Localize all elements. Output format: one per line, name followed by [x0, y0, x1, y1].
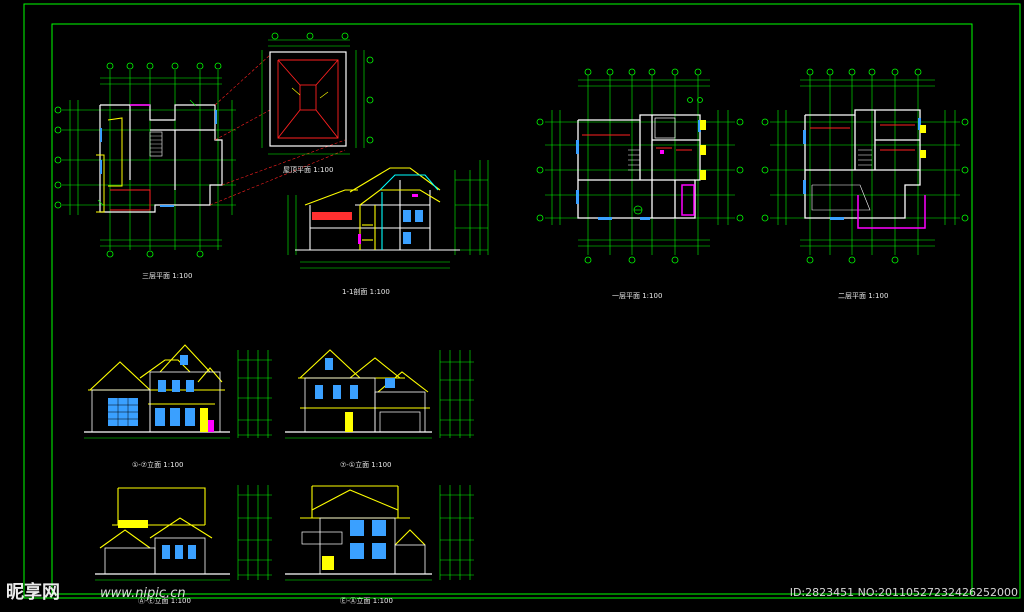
third-floor-plan	[54, 62, 236, 258]
elevation-b	[285, 349, 474, 439]
watermark-site-name: 昵享网	[6, 582, 60, 603]
watermark-url: www.nipic.cn	[100, 586, 186, 601]
elevation-d	[285, 485, 474, 581]
elevation-c	[95, 485, 272, 581]
outer-frame	[23, 3, 1021, 599]
section-1-1	[287, 160, 489, 269]
title-elevation-d: Ⓔ-Ⓐ立面 1:100	[340, 597, 393, 605]
first-floor-plan	[536, 68, 744, 264]
title-first-floor-plan: 一层平面 1:100	[612, 292, 663, 300]
roof-plan	[261, 32, 374, 155]
title-third-floor-plan: 三层平面 1:100	[142, 272, 193, 280]
watermark-image-id: ID:2823451 NO:20110527232426252000	[789, 586, 1018, 599]
elevation-a	[84, 344, 272, 439]
title-elevation-a: ①-⑦立面 1:100	[132, 461, 184, 469]
title-second-floor-plan: 二层平面 1:100	[838, 292, 889, 300]
title-elevation-c: Ⓐ-Ⓔ立面 1:100	[138, 597, 191, 605]
title-roof-plan: 屋顶平面 1:100	[283, 166, 334, 174]
inner-frame	[51, 23, 973, 595]
title-section-1-1: 1-1剖面 1:100	[342, 288, 390, 296]
second-floor-plan	[761, 68, 969, 264]
title-elevation-b: ⑦-①立面 1:100	[340, 461, 392, 469]
projection-lines	[209, 54, 346, 206]
